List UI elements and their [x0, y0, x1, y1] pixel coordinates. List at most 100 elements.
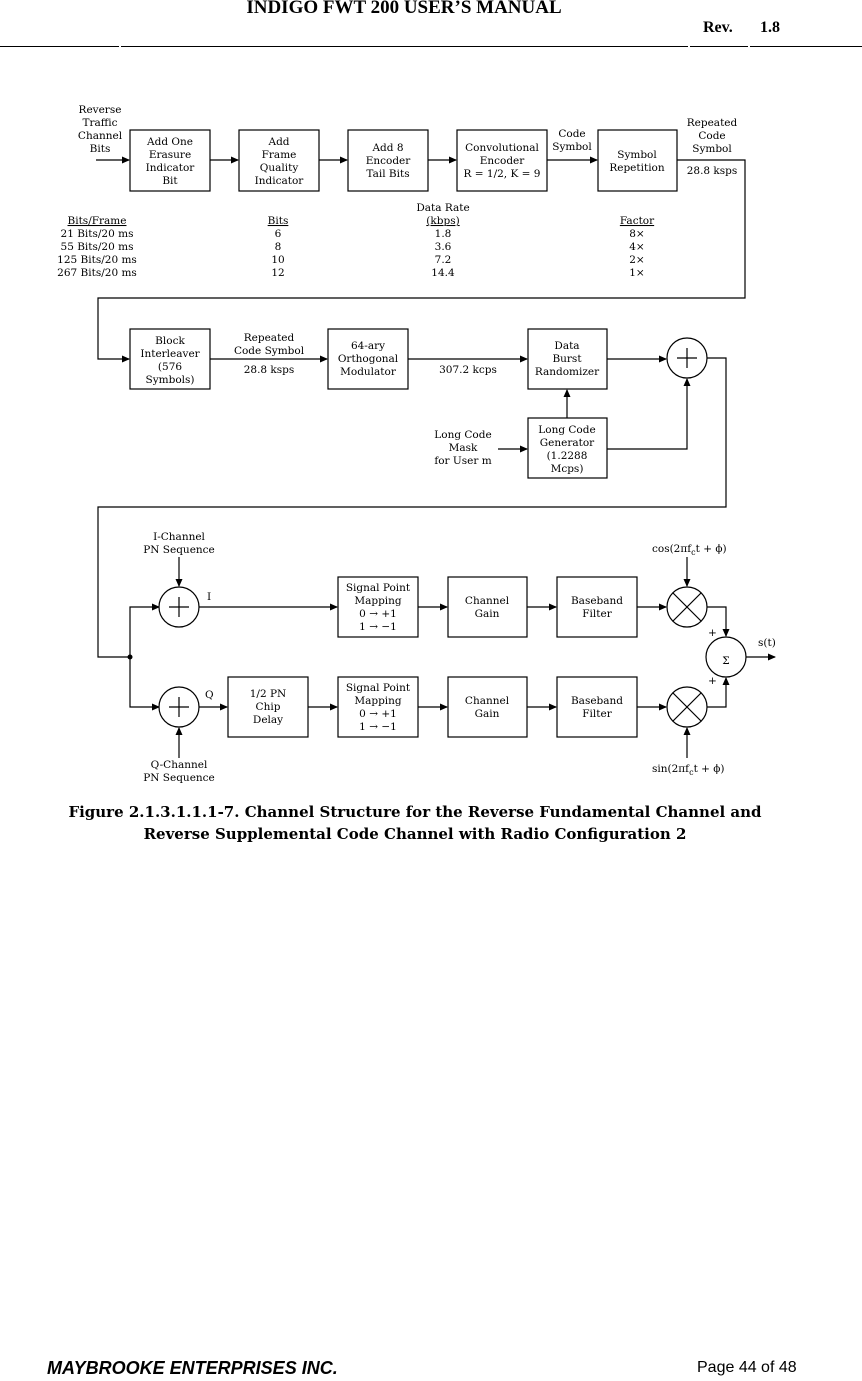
svg-text:Long Code: Long Code	[538, 424, 595, 436]
block-add-encoder-tail-bits: Add 8 Encoder Tail Bits	[347, 129, 429, 192]
block-orthogonal-modulator: 64-ary Orthogonal Modulator	[327, 328, 409, 390]
label-output-s-t: s(t)	[758, 637, 776, 649]
block-signal-point-mapping-q: Signal Point Mapping 0 → +1 1 → −1	[337, 676, 419, 738]
svg-text:0 → +1: 0 → +1	[359, 608, 397, 620]
svg-text:Channel: Channel	[465, 695, 510, 707]
svg-text:Gain: Gain	[475, 608, 500, 620]
channel-structure-diagram: Reverse Traffic Channel Bits Add One Era…	[57, 104, 776, 843]
multiplier-sin	[666, 686, 708, 728]
label-rate-28-8-top: 28.8 ksps	[687, 165, 738, 177]
block-channel-gain-q: Channel Gain	[447, 676, 528, 738]
label-repeated-code-symbol: Repeated Code Symbol	[687, 117, 738, 155]
svg-text:1/2 PN: 1/2 PN	[250, 688, 287, 700]
label-plus-bottom: +	[708, 675, 717, 687]
table-cell: 3.6	[435, 241, 452, 253]
svg-text:Code: Code	[558, 128, 585, 140]
summation-node: Σ	[705, 636, 747, 678]
block-signal-point-mapping-i: Signal Point Mapping 0 → +1 1 → −1	[337, 576, 419, 638]
svg-text:Bits: Bits	[90, 143, 111, 155]
svg-text:Code Symbol: Code Symbol	[234, 345, 305, 357]
svg-text:Signal Point: Signal Point	[346, 682, 411, 694]
label-sin-carrier: sin(2πfct + ϕ)	[652, 763, 725, 777]
svg-text:Chip: Chip	[256, 701, 281, 713]
svg-text:Burst: Burst	[552, 353, 582, 365]
svg-text:Encoder: Encoder	[366, 155, 412, 167]
block-block-interleaver: Block Interleaver (576 Symbols)	[129, 328, 211, 390]
table-header-factor: Factor	[620, 215, 655, 227]
svg-text:1 → −1: 1 → −1	[359, 721, 397, 733]
arrow	[129, 657, 160, 711]
label-q-channel-pn: Q-Channel PN Sequence	[143, 759, 215, 784]
table-cell: 10	[271, 254, 284, 266]
svg-text:Signal Point: Signal Point	[346, 582, 411, 594]
modulo-adder-i	[158, 586, 200, 628]
svg-text:Figure 2.1.3.1.1.1-7. Channel: Figure 2.1.3.1.1.1-7. Channel Structure …	[68, 803, 762, 821]
svg-text:Bit: Bit	[162, 175, 178, 187]
arrow	[707, 677, 730, 708]
svg-text:Add: Add	[267, 136, 289, 148]
block-half-pn-chip-delay: 1/2 PN Chip Delay	[227, 676, 309, 738]
svg-text:Mapping: Mapping	[354, 695, 402, 707]
block-add-erasure-indicator: Add One Erasure Indicator Bit	[129, 129, 211, 192]
table-cell: 55 Bits/20 ms	[61, 241, 134, 253]
svg-text:(1.2288: (1.2288	[547, 450, 588, 462]
svg-text:Baseband: Baseband	[571, 695, 623, 707]
table-header-data-rate: Data Rate	[416, 202, 469, 214]
block-data-burst-randomizer: Data Burst Randomizer	[527, 328, 608, 390]
arrow	[129, 603, 160, 657]
svg-text:1 → −1: 1 → −1	[359, 621, 397, 633]
svg-text:Code: Code	[698, 130, 725, 142]
label-plus-top: +	[708, 627, 717, 639]
svg-text:R = 1/2, K = 9: R = 1/2, K = 9	[464, 168, 541, 180]
table-cell: 8	[275, 241, 282, 253]
block-channel-gain-i: Channel Gain	[447, 576, 528, 638]
table-cell: 7.2	[435, 254, 452, 266]
footer-company: MAYBROOKE ENTERPRISES INC.	[47, 1358, 338, 1378]
svg-text:Traffic: Traffic	[83, 117, 118, 129]
svg-text:64-ary: 64-ary	[351, 340, 385, 352]
svg-text:Filter: Filter	[582, 608, 612, 620]
svg-text:Repeated: Repeated	[687, 117, 738, 129]
svg-text:Gain: Gain	[475, 708, 500, 720]
svg-text:Filter: Filter	[582, 708, 612, 720]
label-code-symbol: Code Symbol	[552, 128, 592, 153]
connector-line	[97, 159, 746, 363]
svg-text:Channel: Channel	[78, 130, 123, 142]
svg-text:Block: Block	[155, 335, 185, 347]
header-rule-gap	[119, 44, 121, 48]
svg-text:Symbol: Symbol	[617, 149, 657, 161]
svg-text:Symbol: Symbol	[692, 143, 732, 155]
svg-text:Interleaver: Interleaver	[140, 348, 200, 360]
table-cell: 267 Bits/20 ms	[57, 267, 137, 279]
svg-text:Mask: Mask	[449, 442, 478, 454]
block-add-frame-quality-indicator: Add Frame Quality Indicator	[238, 129, 320, 192]
svg-text:Randomizer: Randomizer	[535, 366, 600, 378]
block-symbol-repetition: Symbol Repetition	[597, 129, 678, 192]
multiplier-cos	[666, 586, 708, 628]
table-header-bits: Bits	[268, 215, 289, 227]
header-rule	[0, 46, 862, 47]
label-i-channel-pn: I-Channel PN Sequence	[143, 531, 215, 556]
svg-text:Reverse Supplemental Code Chan: Reverse Supplemental Code Channel with R…	[144, 825, 687, 843]
svg-text:Add 8: Add 8	[371, 142, 403, 154]
svg-text:PN Sequence: PN Sequence	[143, 544, 215, 556]
svg-text:Long Code: Long Code	[434, 429, 491, 441]
label-i: I	[207, 591, 211, 603]
svg-text:Add One: Add One	[146, 136, 193, 148]
table-cell: 21 Bits/20 ms	[61, 228, 134, 240]
label-rate-307-2: 307.2 kcps	[439, 364, 497, 376]
header-rule-gap	[748, 44, 750, 48]
svg-text:Symbol: Symbol	[552, 141, 592, 153]
svg-text:Delay: Delay	[253, 714, 283, 726]
input-label-reverse-traffic: Reverse Traffic Channel Bits	[78, 104, 123, 155]
table-cell: 8×	[629, 228, 644, 240]
svg-text:Indicator: Indicator	[255, 175, 305, 187]
svg-text:Σ: Σ	[722, 655, 729, 667]
svg-text:Tail Bits: Tail Bits	[366, 168, 409, 180]
svg-text:Repetition: Repetition	[609, 162, 665, 174]
label-cos-carrier: cos(2πfct + ϕ)	[652, 543, 727, 557]
revision-value: 1.8	[760, 19, 780, 36]
rate-table: Bits/Frame Bits Data Rate (kbps) Factor …	[57, 202, 655, 279]
svg-text:0 → +1: 0 → +1	[359, 708, 397, 720]
svg-text:Convolutional: Convolutional	[465, 142, 539, 154]
